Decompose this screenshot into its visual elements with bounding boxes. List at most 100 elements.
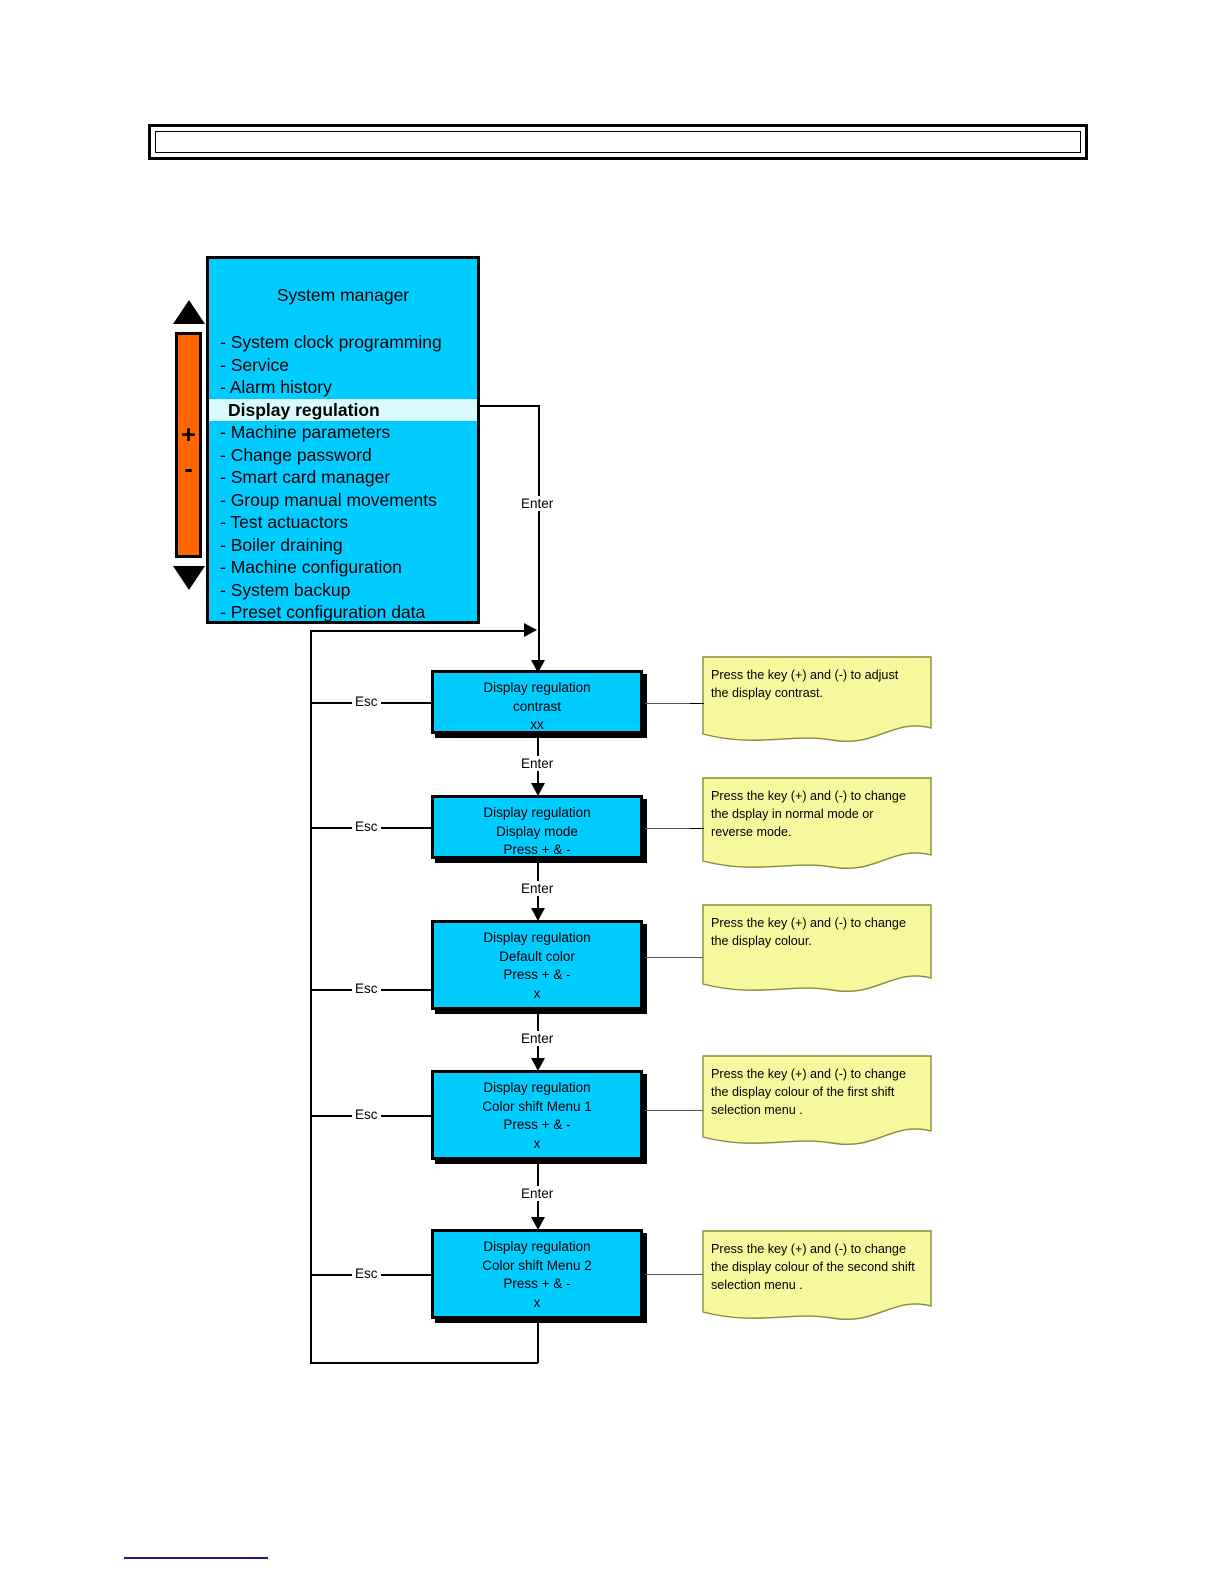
menu-panel-title: System manager (276, 285, 410, 305)
arrowhead-enter-3 (531, 1058, 545, 1071)
screen-line: contrast (512, 698, 562, 714)
note-stub-1 (690, 828, 704, 829)
menu-list: - System clock programming- Service- Ala… (209, 331, 477, 624)
scroll-widget[interactable]: + - (172, 300, 206, 590)
note-text: Press the key (+) and (-) to adjust the d… (711, 666, 929, 702)
leader-note-color-shift-1 (645, 1110, 703, 1111)
arrowhead-enter-2 (531, 908, 545, 921)
scroll-down-icon[interactable] (173, 566, 205, 590)
screen-line: Display mode (496, 823, 578, 839)
edge-label-enter-3: Enter (518, 1031, 557, 1046)
note-line: the dsplay in normal mode or (711, 807, 874, 821)
leader-note-default-color (645, 957, 703, 958)
note-line: Press the key (+) and (-) to change (711, 916, 906, 930)
screen-line: Press + & - (503, 1276, 571, 1291)
minus-icon[interactable]: - (184, 455, 193, 483)
note-shape-icon (702, 904, 932, 992)
note-line: the display contrast. (711, 686, 824, 700)
edge-label-enter-1: Enter (518, 756, 557, 771)
note-line: Press the key (+) and (-) to change (711, 1067, 906, 1081)
screen-box-contrast[interactable]: Display regulation contrast xx (431, 670, 643, 734)
screen-line: x (533, 985, 541, 1001)
note-line: the display colour. (711, 934, 812, 948)
note-text: Press the key (+) and (-) to change the d… (711, 914, 929, 950)
header-bar (148, 124, 1088, 160)
screen-line: Press + & - (503, 1117, 571, 1132)
arrowhead-to-contrast (531, 660, 545, 673)
note-display-mode: Press the key (+) and (-) to change the d… (702, 777, 932, 873)
note-shape-icon (702, 777, 932, 869)
screen-line: Display regulation (483, 805, 591, 820)
screen-line: Press + & - (503, 967, 571, 982)
menu-item-9[interactable]: - Boiler draining (220, 534, 343, 555)
edge-label-esc-display-mode: Esc (352, 819, 381, 834)
screen-line: Default color (499, 948, 575, 964)
screen-line: Display regulation (483, 680, 591, 695)
menu-item-5[interactable]: - Change password (220, 444, 372, 465)
menu-item-12[interactable]: - Preset configuration data (220, 602, 426, 622)
note-line: selection menu . (711, 1103, 803, 1117)
esc-bus-vertical (310, 630, 312, 1363)
leader-note-contrast (645, 703, 703, 704)
menu-item-7[interactable]: - Group manual movements (220, 489, 437, 510)
arrowhead-enter-1 (531, 783, 545, 796)
screen-line: x (533, 1294, 541, 1310)
scroll-track[interactable]: + - (175, 332, 202, 558)
edge-label-esc-color-shift-2: Esc (352, 1266, 381, 1281)
menu-item-10[interactable]: - Machine configuration (220, 557, 402, 577)
plus-icon[interactable]: + (181, 421, 196, 449)
scroll-up-icon[interactable] (173, 300, 205, 324)
note-line: reverse mode. (711, 825, 792, 839)
arrowhead-esc-return (524, 623, 537, 637)
note-contrast: Press the key (+) and (-) to adjust the d… (702, 656, 932, 746)
note-color-shift-menu-2: Press the key (+) and (-) to change the d… (702, 1230, 932, 1326)
menu-item-0[interactable]: - System clock programming (220, 332, 442, 352)
menu-item-11[interactable]: - System backup (220, 579, 351, 600)
screen-line: Display regulation (483, 1239, 591, 1254)
esc-bus-bottom-v (537, 1319, 539, 1363)
note-line: the display colour of the second shift (711, 1260, 915, 1274)
note-line: selection menu . (711, 1278, 803, 1292)
edge-label-menu-enter: Enter (518, 496, 557, 511)
note-shape-icon (702, 1055, 932, 1145)
esc-bus-bottom-h (310, 1362, 538, 1364)
menu-item-3[interactable]: Display regulation (209, 398, 477, 421)
note-text: Press the key (+) and (-) to change the d… (711, 1240, 929, 1294)
screen-line: Display regulation (483, 930, 591, 945)
note-color-shift-menu-1: Press the key (+) and (-) to change the d… (702, 1055, 932, 1151)
connector-menu-enter-h (478, 405, 540, 407)
leader-note-color-shift-2 (645, 1274, 703, 1275)
note-stub-0 (690, 703, 704, 704)
footnote-separator (124, 1557, 268, 1559)
note-line: the display colour of the first shift (711, 1085, 895, 1099)
menu-item-6[interactable]: - Smart card manager (220, 467, 391, 487)
menu-item-4[interactable]: - Machine parameters (220, 422, 391, 442)
note-shape-icon (702, 656, 932, 742)
note-shape-icon (702, 1230, 932, 1320)
esc-bus-top-h (310, 630, 532, 632)
screen-line: Color shift Menu 1 (482, 1098, 592, 1114)
edge-label-esc-default-color: Esc (352, 981, 381, 996)
menu-item-8[interactable]: - Test actuactors (220, 512, 349, 532)
note-text: Press the key (+) and (-) to change the d… (711, 787, 929, 841)
leader-note-display-mode (645, 828, 703, 829)
system-manager-panel: System manager - System clock programmin… (206, 256, 480, 624)
note-default-color: Press the key (+) and (-) to change the d… (702, 904, 932, 1000)
screen-line: Display regulation (483, 1080, 591, 1095)
note-line: Press the key (+) and (-) to change (711, 1242, 906, 1256)
screen-line: xx (530, 717, 544, 732)
note-line: Press the key (+) and (-) to adjust (711, 668, 899, 682)
note-line: Press the key (+) and (-) to change (711, 789, 906, 803)
note-text: Press the key (+) and (-) to change the d… (711, 1065, 929, 1119)
menu-item-1[interactable]: - Service (220, 354, 290, 375)
edge-label-enter-2: Enter (518, 881, 557, 896)
menu-item-2[interactable]: - Alarm history (220, 377, 332, 397)
screen-line: Press + & - (503, 842, 571, 857)
screen-line: x (533, 1135, 541, 1151)
screen-line: Color shift Menu 2 (482, 1257, 592, 1273)
